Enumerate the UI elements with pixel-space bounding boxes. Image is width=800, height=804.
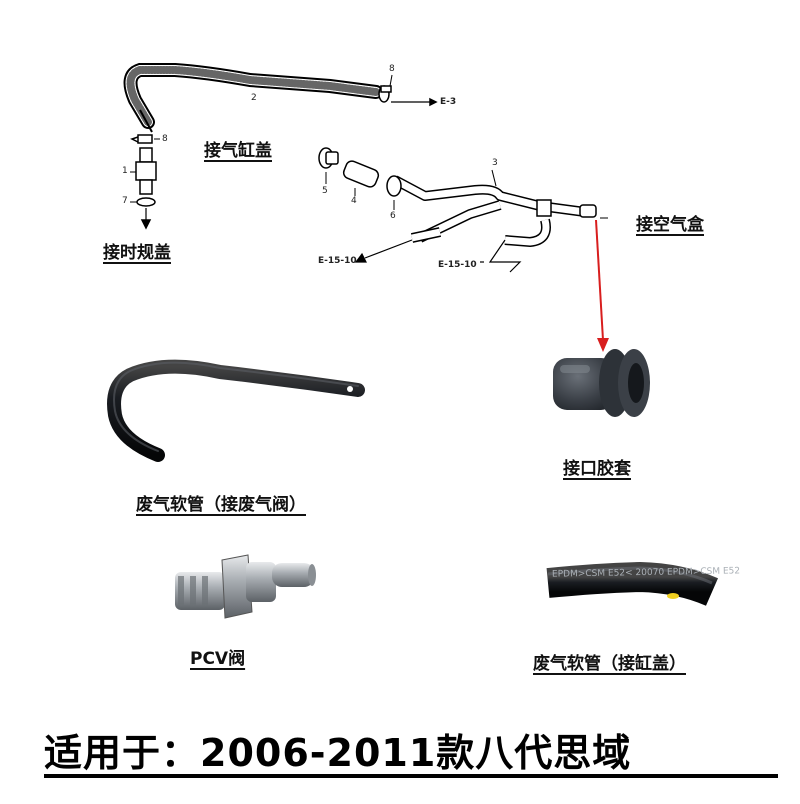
label-grommet: 接口胶套 [563, 459, 631, 479]
part-number-6: 6 [390, 211, 396, 221]
part-number-7: 7 [122, 196, 128, 206]
label-hose-cover: 废气软管（接缸盖） [533, 654, 686, 674]
hose-cover-photo [546, 561, 719, 606]
red-pointer-head [597, 338, 609, 352]
hose-4-clamps-drawing [318, 147, 402, 210]
ref-e15-left: E-15-10 [318, 256, 357, 266]
pipe-3-drawing [392, 169, 608, 248]
label-pcv-valve: PCV阀 [190, 649, 246, 669]
footer-underline [44, 774, 778, 778]
clamp-8-top-drawing [378, 74, 438, 107]
ref-e3: E-3 [440, 97, 457, 107]
part-number-8-top: 8 [389, 64, 395, 74]
part-number-3: 3 [492, 158, 498, 168]
pcv-valve-photo [175, 554, 316, 619]
part-number-2: 2 [251, 93, 257, 103]
label-timing-cover: 接时规盖 [103, 243, 171, 263]
label-air-box: 接空气盒 [636, 215, 704, 235]
label-hose-valve: 废气软管（接废气阀） [136, 495, 306, 515]
part-number-4: 4 [351, 196, 357, 206]
part-number-8-left: 8 [162, 134, 168, 144]
grommet-photo [553, 349, 650, 417]
label-cylinder-cover: 接气缸盖 [204, 141, 272, 161]
hose-2-drawing [123, 63, 383, 133]
ref-arrows [354, 239, 522, 273]
ref-e15-right: E-15-10 [438, 260, 477, 270]
pcv-drawing [130, 134, 160, 230]
footer-fitment-text: 适用于：2006-2011款八代思域 [44, 731, 632, 775]
red-pointer-line [595, 219, 604, 341]
part-number-1: 1 [122, 166, 128, 176]
hose-valve-photo [107, 359, 365, 462]
part-number-5: 5 [322, 186, 328, 196]
